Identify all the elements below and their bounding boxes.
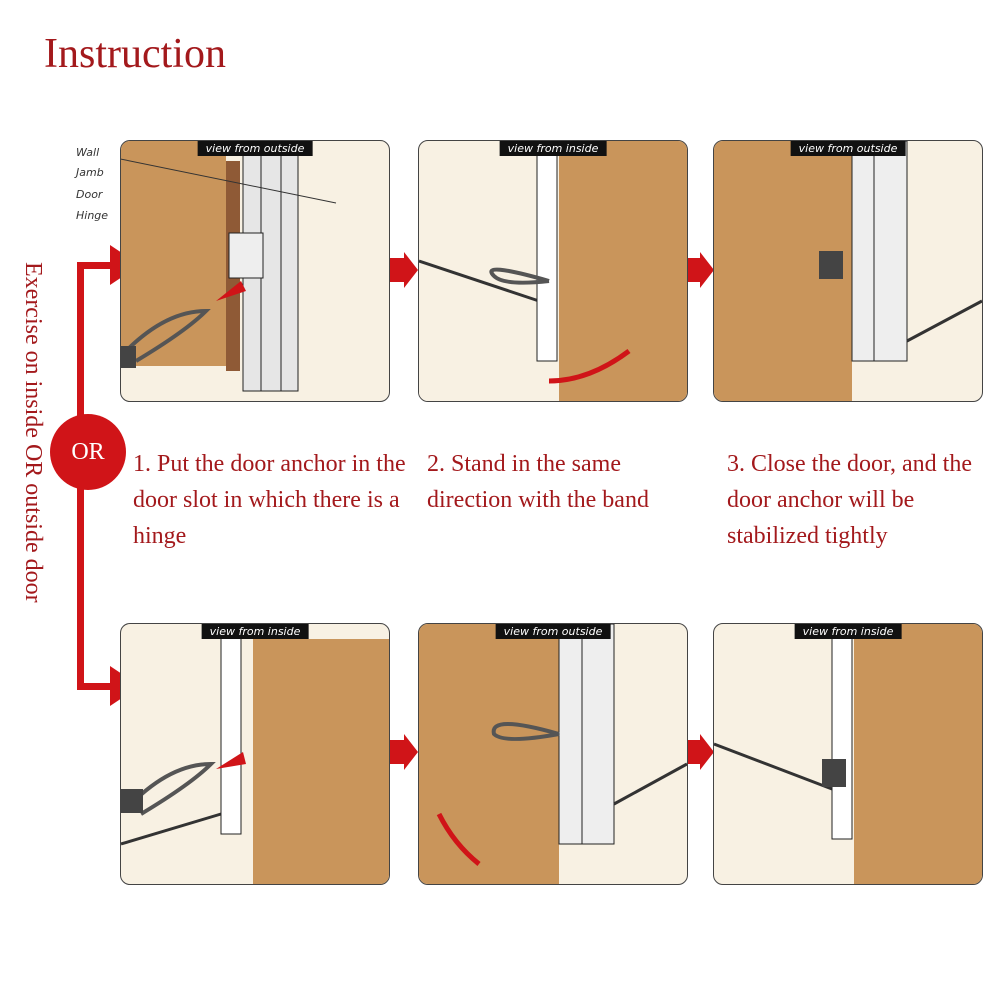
step2-illustration: view from inside (418, 140, 688, 402)
view-label: view from outside (197, 141, 313, 156)
side-instruction-text: Exercise on inside OR outside door (20, 262, 46, 603)
label-wall: Wall (76, 146, 100, 159)
label-jamb: Jamb (76, 166, 104, 179)
or-badge: OR (50, 414, 126, 490)
alt-step1-illustration: view from inside (120, 623, 390, 885)
label-door: Door (76, 188, 103, 201)
step3-text: 3. Close the door, and the door anchor w… (727, 451, 972, 549)
view-label: view from inside (794, 624, 902, 639)
view-label: view from inside (201, 624, 309, 639)
step1-illustration: view from outside (120, 140, 390, 402)
step2-text: 2. Stand in the same direction with the … (427, 451, 649, 513)
view-label: view from inside (499, 141, 607, 156)
alt-step3-illustration: view from inside (713, 623, 983, 885)
alt-step2-illustration: view from outside (418, 623, 688, 885)
view-label: view from outside (790, 141, 906, 156)
step3-illustration: view from outside (713, 140, 983, 402)
step1-text: 1. Put the door anchor in the door slot … (133, 451, 406, 549)
page-title: Instruction (44, 31, 226, 77)
label-hinge: Hinge (76, 209, 109, 222)
view-label: view from outside (495, 624, 611, 639)
